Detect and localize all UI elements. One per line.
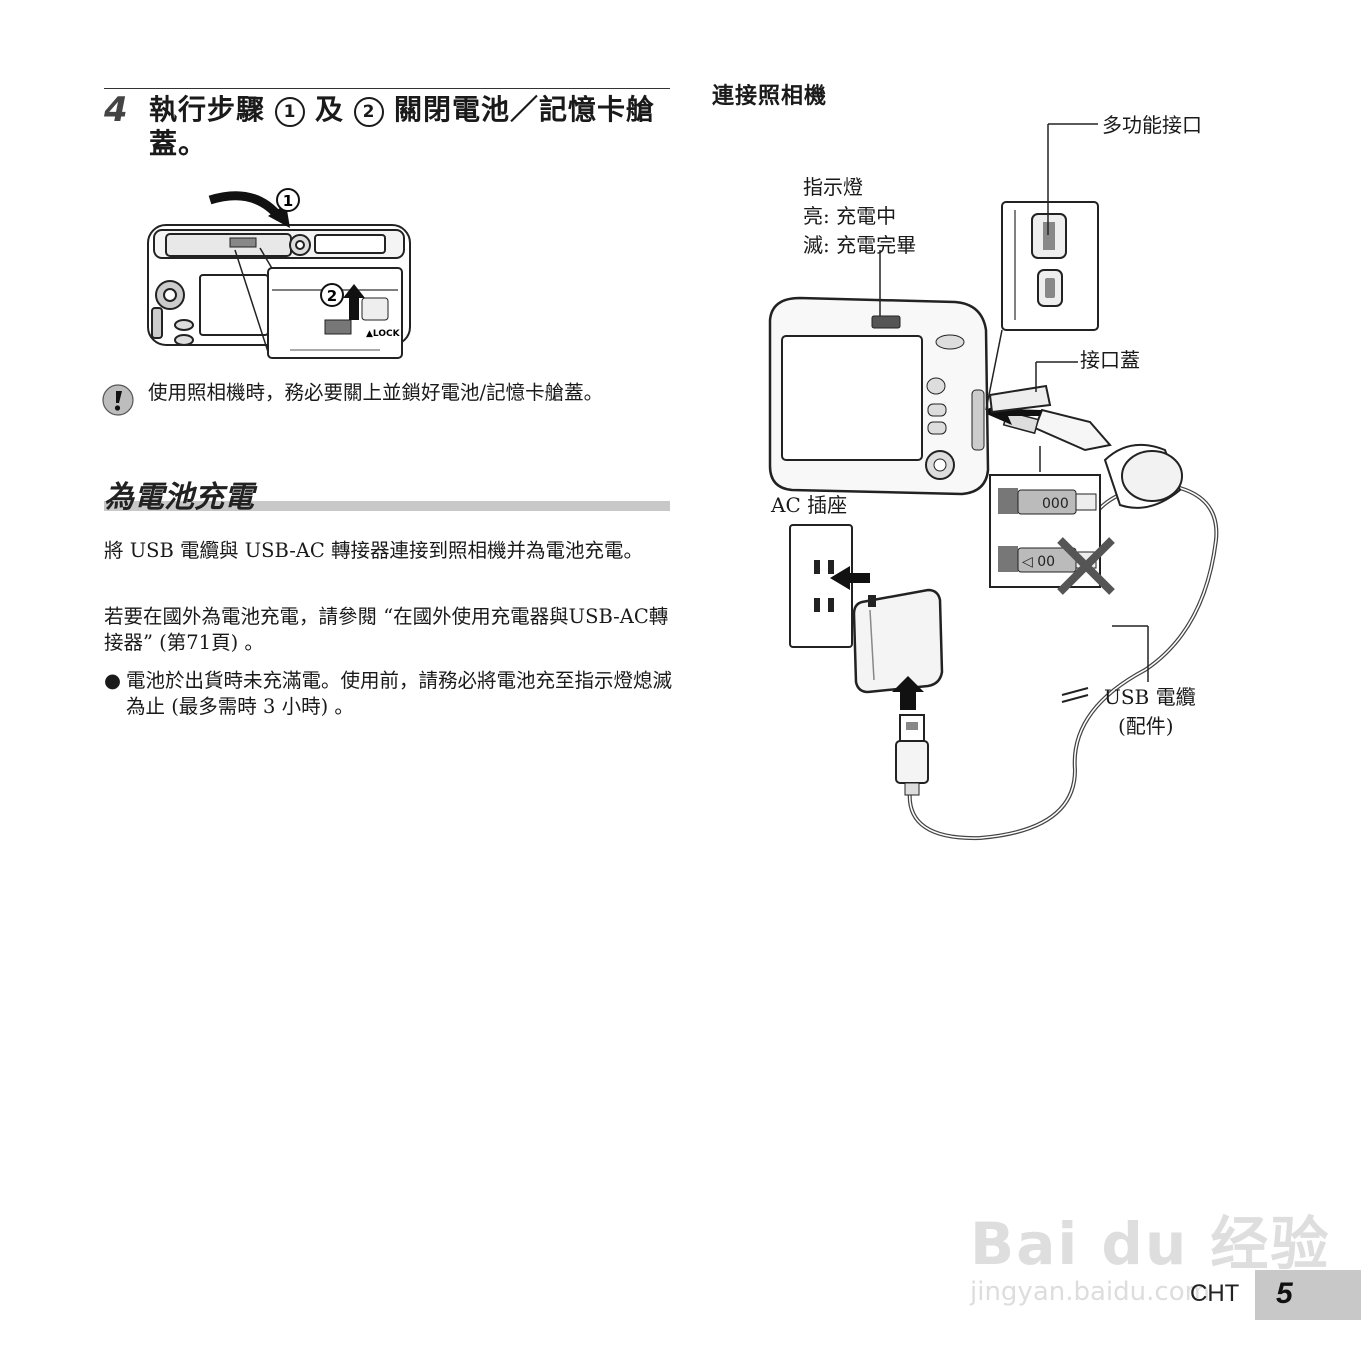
mark2-circle <box>320 283 344 307</box>
label-indicator-off: 滅: 充電完畢 <box>803 233 917 257</box>
page-number: 5 <box>1276 1277 1293 1310</box>
step-text-b: 及 <box>315 93 345 126</box>
correct-plug-orientation: 000 <box>998 488 1097 515</box>
not-allowed-x-icon <box>1057 537 1115 595</box>
baidu-watermark-main: Bai du 经验 <box>970 1210 1331 1278</box>
caution-icon <box>102 384 134 416</box>
label-indicator-on: 亮: 充電中 <box>803 204 897 228</box>
micro-usb-plug <box>1002 408 1112 452</box>
svg-text:000: 000 <box>1042 496 1069 512</box>
caution-text: 使用照相機時，務必要關上並鎖好電池/記憶卡艙蓋。 <box>148 381 604 404</box>
usb-a-plug-drawing <box>895 714 929 796</box>
language-code: CHT <box>1190 1280 1240 1307</box>
label-usb-cable: USB 電纜 <box>1104 685 1196 709</box>
section-title: 為電池充電 <box>104 480 254 515</box>
multi-connector-inset <box>1001 201 1099 331</box>
page-number-bar <box>1255 1270 1361 1320</box>
slide-arrow <box>343 284 365 320</box>
bullet-text: 電池於出貨時未充滿電。使用前，請務必將電池充至指示燈熄滅為止 (最多需時 3 小… <box>126 669 673 719</box>
battery-cover-illustration: 1 2 ▲LOCK <box>147 188 411 359</box>
camera-drawing <box>768 296 990 496</box>
mark1-circle <box>276 188 300 212</box>
connect-camera-title: 連接照相機 <box>712 84 828 109</box>
step-number: 4 <box>104 90 128 130</box>
ferrite-core <box>1103 443 1183 509</box>
close-arrow <box>208 191 284 221</box>
step-text-c: 關閉電池／記憶卡艙蓋。 <box>149 93 656 161</box>
paragraph-abroad: 若要在國外為電池充電，請參閱 “在國外使用充電器與USB-AC轉接器” (第71… <box>104 605 669 655</box>
lock-detail-inset <box>234 247 403 359</box>
plug-in-arrow <box>830 566 870 590</box>
lock-label: ▲LOCK <box>366 329 401 339</box>
label-usb-cable-note: (配件) <box>1118 714 1174 738</box>
ac-outlet-drawing <box>789 524 853 648</box>
paragraph-usb: 將 USB 電纜與 USB-AC 轉接器連接到照相機并為電池充電。 <box>104 539 643 562</box>
usb-ac-adapter-drawing <box>852 588 944 694</box>
figure-mark1: 1 <box>283 192 293 210</box>
svg-text:◁ 00: ◁ 00 <box>1022 554 1055 570</box>
step-rule <box>104 88 670 89</box>
cable-break-mark <box>1061 687 1089 703</box>
section-title-bar <box>104 501 670 511</box>
label-indicator: 指示燈 <box>803 175 863 199</box>
circled-one: 1 <box>275 97 306 127</box>
charging-connection-illustration: 000 ◁ 00 <box>768 123 1219 841</box>
step-text-a: 執行步驟 <box>149 93 266 126</box>
baidu-watermark-url: jingyan.baidu.com <box>970 1277 1210 1307</box>
label-ac-outlet: AC 插座 <box>771 493 848 517</box>
figure-mark2: 2 <box>327 287 337 305</box>
label-multi-connector: 多功能接口 <box>1102 113 1202 137</box>
bullet-dot: ● <box>104 669 122 692</box>
connector-cover-drawing <box>988 384 1052 414</box>
usb-plug-up-arrow <box>892 676 924 710</box>
circled-two: 2 <box>354 97 385 127</box>
label-connector-cover: 接口蓋 <box>1080 348 1140 372</box>
